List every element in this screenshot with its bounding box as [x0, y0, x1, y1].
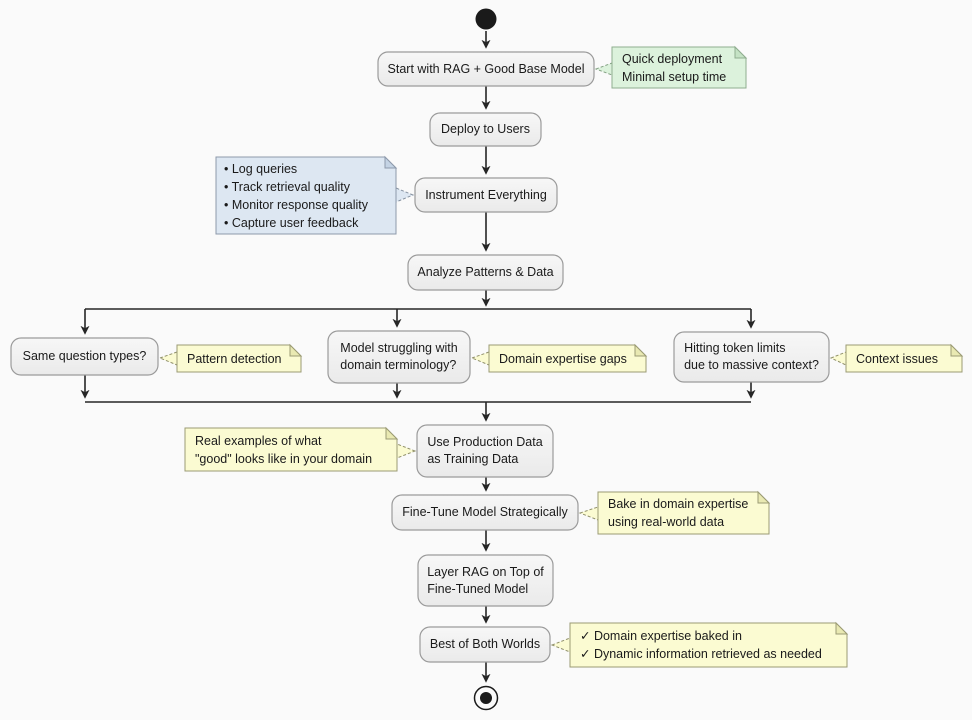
activity-layer-rag: Layer RAG on Top of Fine-Tuned Model [418, 555, 553, 606]
activity-analyze: Analyze Patterns & Data [408, 255, 563, 290]
activity-best-of-both-box [419, 626, 551, 663]
note-pattern-detection-shape [176, 344, 302, 373]
activity-analyze-label: Analyze Patterns & Data [417, 265, 554, 279]
activity-same-question: Same question types? [11, 338, 158, 375]
activity-model-struggling-label: Model struggling with domain terminology… [340, 341, 458, 372]
note-context-issues-shape [845, 344, 963, 373]
note-context-issues: Context issues [846, 345, 962, 372]
note-bake-expertise-text: Bake in domain expertise using real-worl… [608, 497, 749, 529]
activity-fine-tune: Fine-Tune Model Strategically [392, 495, 578, 530]
activity-instrument-box [414, 177, 558, 213]
note-quick-deployment-text: Quick deployment Minimal setup time [622, 51, 727, 84]
activity-token-limits-box [673, 331, 830, 383]
activity-start-rag-box [377, 51, 595, 87]
note-best-benefits: ✓ Domain expertise baked in ✓ Dynamic in… [570, 623, 847, 667]
start-node [475, 8, 497, 30]
note-pattern-detection-text: Pattern detection [187, 351, 282, 366]
note-bake-expertise-shape [597, 491, 770, 535]
activity-token-limits-label: Hitting token limits due to massive cont… [684, 341, 819, 372]
note-instrumentation-text: • Log queries • Track retrieval quality … [224, 161, 369, 230]
activity-production-data-label: Use Production Data as Training Data [427, 435, 543, 466]
activity-best-of-both-label: Best of Both Worlds [429, 637, 541, 651]
note-quick-deployment-shape [611, 46, 747, 89]
note-pattern-detection: Pattern detection [177, 345, 301, 372]
activity-production-data-box [416, 424, 554, 478]
activity-instrument: Instrument Everything [415, 178, 557, 212]
activity-model-struggling: Model struggling with domain terminology… [328, 331, 470, 383]
note-real-examples: Real examples of what "good" looks like … [185, 428, 397, 471]
activity-start-rag: Start with RAG + Good Base Model [378, 52, 594, 86]
activity-production-data: Use Production Data as Training Data [417, 425, 553, 477]
activity-model-struggling-box [327, 330, 471, 384]
activity-layer-rag-box [417, 554, 554, 607]
note-domain-gaps-text: Domain expertise gaps [499, 351, 627, 366]
activity-boxes [10, 51, 830, 663]
activity-layer-rag-label: Layer RAG on Top of Fine-Tuned Model [427, 564, 544, 596]
activity-token-limits: Hitting token limits due to massive cont… [674, 332, 829, 382]
activity-best-of-both: Best of Both Worlds [420, 627, 550, 662]
activity-deploy-label: Deploy to Users [441, 122, 530, 136]
note-shapes [176, 45, 964, 668]
note-quick-deployment: Quick deployment Minimal setup time [612, 47, 746, 88]
activity-start-rag-label: Start with RAG + Good Base Model [387, 61, 585, 76]
note-instrumentation: • Log queries • Track retrieval quality … [216, 157, 396, 234]
connectors [80, 31, 756, 683]
note-real-examples-shape [184, 427, 398, 472]
note-real-examples-text: Real examples of what "good" looks like … [195, 433, 373, 466]
activity-same-question-label: Same question types? [22, 349, 147, 363]
note-context-issues-text: Context issues [856, 351, 938, 366]
note-best-benefits-shape [569, 622, 848, 668]
note-domain-gaps: Domain expertise gaps [489, 345, 646, 372]
activity-same-question-box [10, 337, 159, 376]
activity-fine-tune-box [391, 494, 579, 531]
activity-deploy-box [429, 112, 542, 147]
end-node [473, 685, 499, 711]
activity-deploy: Deploy to Users [430, 113, 541, 146]
activity-analyze-box [407, 254, 564, 291]
activity-fine-tune-label: Fine-Tune Model Strategically [402, 505, 568, 519]
note-bake-expertise: Bake in domain expertise using real-worl… [598, 492, 769, 534]
note-domain-gaps-shape [488, 344, 647, 373]
note-instrumentation-shape [215, 156, 397, 235]
note-best-benefits-text: ✓ Domain expertise baked in ✓ Dynamic in… [580, 629, 822, 661]
activity-instrument-label: Instrument Everything [425, 187, 547, 202]
